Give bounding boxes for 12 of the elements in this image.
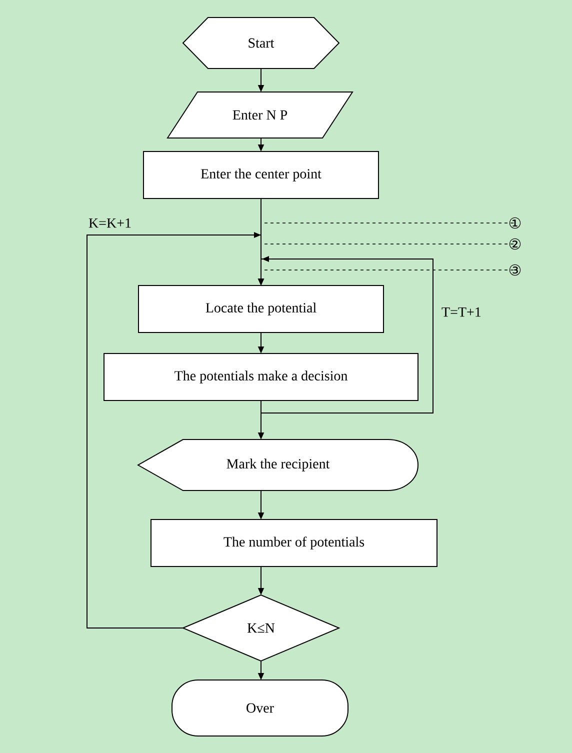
callout-number: ② (509, 238, 521, 250)
process-box: The number of potentials (150, 519, 438, 567)
terminal-box: Over (172, 680, 348, 736)
process-box: Enter the center point (143, 151, 379, 199)
process-box: Locate the potential (138, 285, 384, 333)
edge-label: K=K+1 (88, 218, 131, 228)
process-box: The potentials make a decision (104, 353, 418, 401)
edge-label: T=T+1 (442, 307, 481, 317)
callout-number: ① (509, 217, 521, 229)
leader-line (262, 222, 514, 224)
callout-number: ③ (509, 264, 521, 276)
loop-arrow (86, 232, 264, 628)
